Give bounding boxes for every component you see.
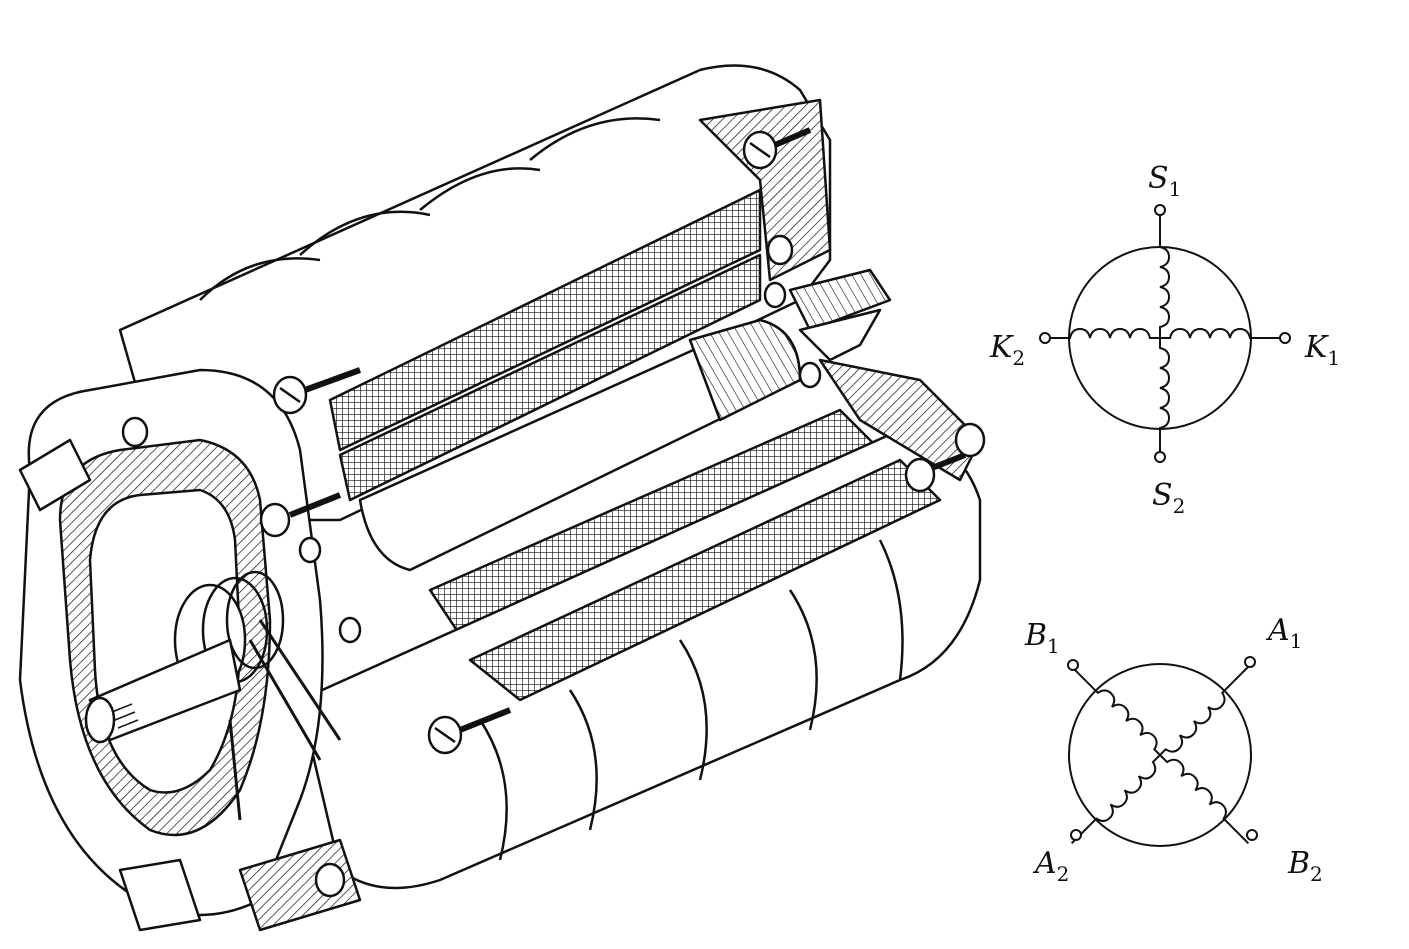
tie-rod-screws [121, 127, 986, 898]
terminal-k1 [1279, 332, 1291, 344]
stator-lamination-upper [328, 188, 762, 452]
terminal-s2 [1154, 451, 1166, 463]
mount-flange-bottom [118, 858, 202, 932]
label-s1: S1 [1148, 161, 1181, 201]
label-s2: S2 [1152, 478, 1185, 518]
label-b2: B2 [1287, 846, 1323, 886]
stator-lamination-lower-3 [468, 458, 942, 702]
rotor-winding-diagram [1067, 656, 1258, 847]
mount-flange-left [18, 438, 92, 512]
terminal-a1 [1244, 656, 1256, 668]
mount-flange-right [238, 838, 362, 932]
terminal-s1 [1154, 204, 1166, 216]
label-a1: A1 [1265, 613, 1302, 653]
terminal-a2 [1070, 829, 1082, 841]
stator-coil-s-lower [1159, 338, 1171, 452]
rotor-coil-b [1070, 665, 1250, 845]
label-a2: A2 [1032, 846, 1069, 886]
label-k2: K2 [989, 330, 1025, 370]
terminal-b1 [1067, 659, 1079, 671]
rotor-circle [1068, 663, 1252, 847]
stator-coil-k-right [1160, 327, 1280, 339]
terminal-b2 [1246, 829, 1258, 841]
stator-lamination-upper-2 [338, 253, 762, 502]
shaft-end-right [788, 268, 892, 332]
stator-winding-diagram [1039, 204, 1291, 463]
shaft-end-right-2 [798, 308, 882, 362]
shaft-thread [111, 703, 139, 729]
motor-cutaway-illustration [18, 64, 986, 932]
housing-rib [199, 117, 661, 301]
housing-rib-lower [478, 539, 904, 861]
end-plate-upper [698, 98, 832, 282]
terminal-k2 [1039, 332, 1051, 344]
end-plate-lower [818, 358, 982, 482]
stator-coil-k-left [1050, 327, 1160, 339]
shaft-end-face [84, 696, 116, 744]
label-k1: K1 [1304, 330, 1340, 370]
slip-ring-3 [225, 570, 285, 670]
stator-coil-s-upper [1159, 215, 1171, 338]
label-b1: B1 [1024, 618, 1060, 658]
brush-wire [228, 619, 342, 821]
